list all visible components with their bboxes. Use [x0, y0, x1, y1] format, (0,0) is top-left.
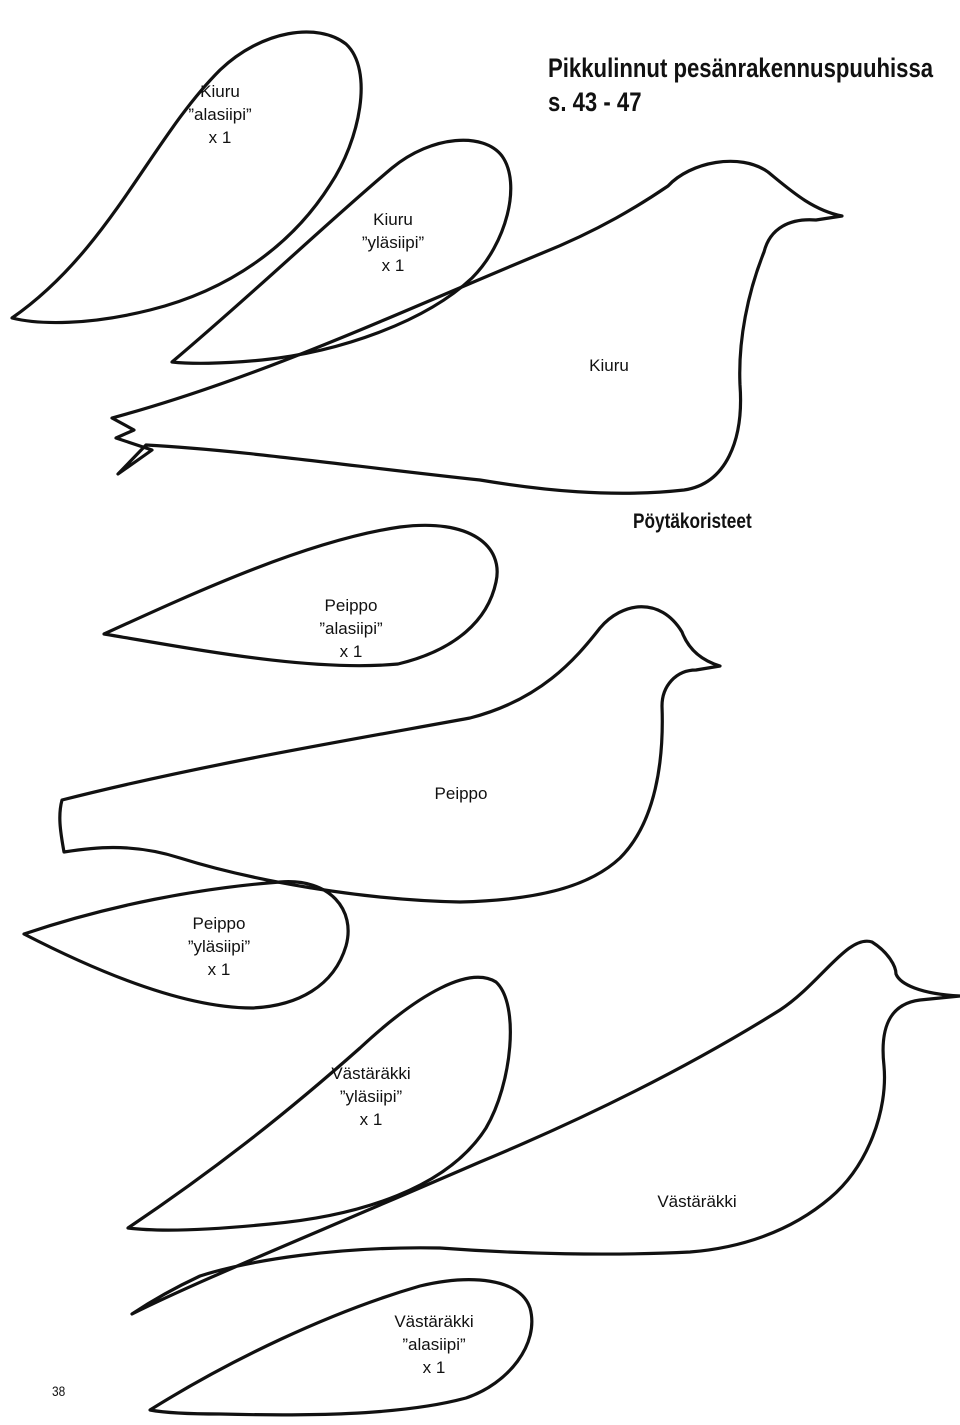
- page-range: s. 43 - 47: [548, 87, 642, 117]
- main-title: Pikkulinnut pesänrakennuspuuhissa: [548, 53, 934, 83]
- part-name: ”yläsiipi”: [187, 937, 251, 956]
- kiuru-ylasiipi-label: Kiuru ”yläsiipi” x 1: [362, 208, 424, 277]
- bird-name: Peippo: [192, 914, 246, 933]
- peippo-alasiipi-outline: [102, 523, 499, 668]
- part-name: ”yläsiipi”: [361, 233, 425, 252]
- peippo-ylasiipi-label: Peippo ”yläsiipi” x 1: [188, 912, 250, 981]
- part-name: ”alasiipi”: [188, 105, 252, 124]
- bird-name: Peippo: [434, 784, 488, 803]
- peippo-body-label: Peippo: [435, 782, 488, 805]
- bird-name: Västäräkki: [657, 1192, 737, 1211]
- kiuru-alasiipi-label: Kiuru ”alasiipi” x 1: [188, 80, 251, 149]
- bird-name: Västäräkki: [394, 1312, 474, 1331]
- vastarakki-alasiipi-label: Västäräkki ”alasiipi” x 1: [394, 1310, 473, 1379]
- peippo-body-outline: [58, 605, 722, 904]
- piece-count: x 1: [359, 1110, 383, 1129]
- bird-name: Kiuru: [589, 356, 629, 375]
- piece-count: x 1: [208, 128, 232, 147]
- bird-name: Kiuru: [373, 210, 413, 229]
- vastarakki-alasiipi-outline: [148, 1278, 534, 1417]
- vastarakki-ylasiipi-label: Västäräkki ”yläsiipi” x 1: [331, 1062, 410, 1131]
- piece-count: x 1: [381, 256, 405, 275]
- piece-count: x 1: [207, 960, 231, 979]
- bird-name: Västäräkki: [331, 1064, 411, 1083]
- bird-name: Kiuru: [200, 82, 240, 101]
- peippo-ylasiipi-outline: [22, 880, 350, 1010]
- page-number: 38: [52, 1383, 66, 1399]
- part-name: ”alasiipi”: [319, 619, 383, 638]
- kiuru-ylasiipi-outline: [170, 138, 513, 365]
- vastarakki-body-label: Västäräkki: [657, 1190, 736, 1213]
- kiuru-body-label: Kiuru: [589, 354, 629, 377]
- part-name: ”yläsiipi”: [339, 1087, 403, 1106]
- piece-count: x 1: [339, 642, 363, 661]
- kiuru-body-outline: [110, 159, 844, 495]
- vastarakki-ylasiipi-outline: [126, 975, 512, 1232]
- part-name: ”alasiipi”: [402, 1335, 466, 1354]
- bird-name: Peippo: [324, 596, 378, 615]
- section-title: Pöytäkoristeet: [633, 510, 752, 533]
- piece-count: x 1: [422, 1358, 446, 1377]
- kiuru-alasiipi-outline: [10, 30, 363, 325]
- peippo-alasiipi-label: Peippo ”alasiipi” x 1: [319, 594, 382, 663]
- vastarakki-body-outline: [130, 939, 960, 1316]
